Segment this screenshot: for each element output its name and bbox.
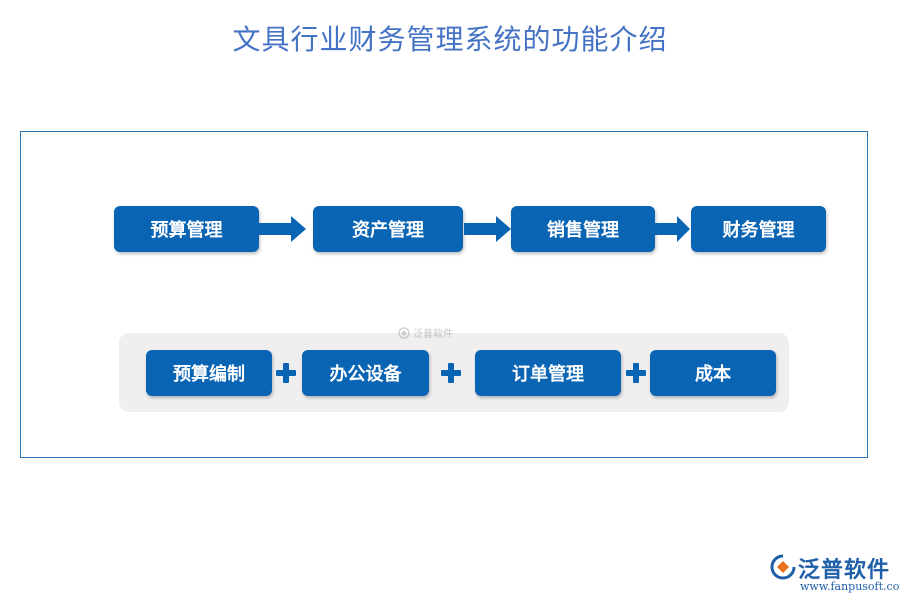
plus-icon	[276, 363, 296, 383]
plus-icon	[626, 363, 646, 383]
watermark-text: 泛普软件	[413, 329, 453, 340]
component-order-management: 订单管理	[475, 350, 621, 396]
watermark-logo: 泛普软件	[398, 325, 453, 340]
flow-step-budget-management: 预算管理	[114, 206, 259, 252]
flow-step-sales-management: 销售管理	[511, 206, 655, 252]
right-arrow-icon	[259, 216, 306, 242]
right-arrow-icon	[464, 216, 511, 242]
brand-logo-icon	[398, 326, 410, 339]
plus-icon	[441, 363, 461, 383]
component-budget-planning: 预算编制	[146, 350, 272, 396]
right-arrow-icon	[655, 216, 690, 242]
brand-logo-icon	[770, 554, 796, 580]
brand-name: 泛普软件	[798, 558, 891, 583]
brand-logo: 泛普软件 www.fanpusoft.com	[770, 552, 900, 596]
flow-step-asset-management: 资产管理	[313, 206, 463, 252]
flow-step-finance-management: 财务管理	[691, 206, 826, 252]
diagram-frame	[20, 131, 868, 458]
page-title: 文具行业财务管理系统的功能介绍	[232, 23, 668, 56]
brand-url: www.fanpusoft.com	[800, 580, 900, 593]
component-cost: 成本	[650, 350, 776, 396]
component-office-equipment: 办公设备	[302, 350, 429, 396]
